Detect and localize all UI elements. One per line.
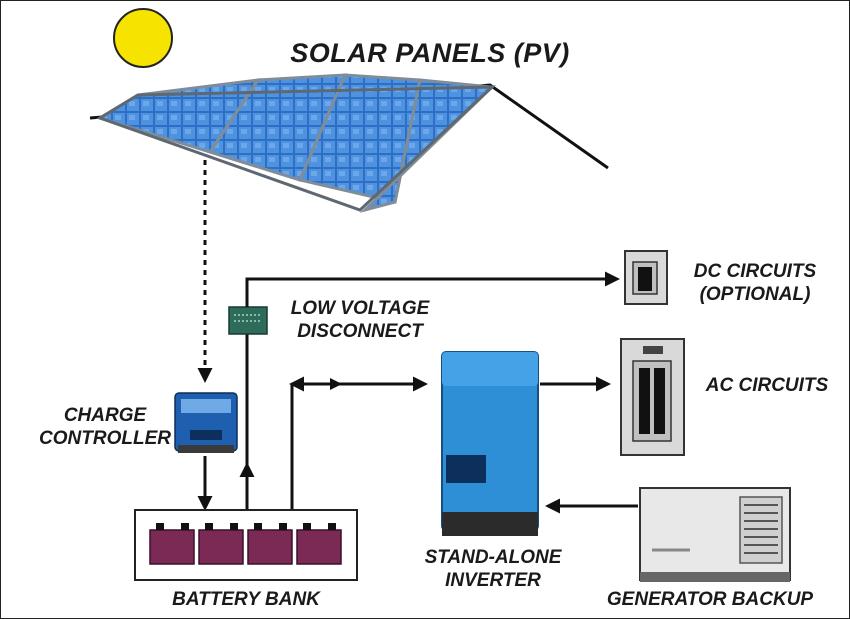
lvd-to-dc-line (245, 271, 620, 307)
generator-backup-label: GENERATOR BACKUP (606, 589, 814, 610)
low-voltage-disconnect-device (228, 306, 268, 335)
ac-circuits-label: AC CIRCUITS (705, 375, 829, 396)
battery-bank-device (134, 509, 358, 581)
inverter-device (441, 351, 539, 536)
solar-panels-array (96, 73, 496, 213)
diagram-title: SOLAR PANELS (PV) (290, 38, 570, 68)
charge-controller-label: CHARGE CONTROLLER (30, 404, 180, 450)
inverter-label: STAND-ALONE INVERTER (408, 546, 578, 592)
battery-inverter-arrow (330, 378, 342, 390)
battery-bank-label: BATTERY BANK (172, 589, 320, 610)
charge-controller-label-line1: CHARGE (63, 405, 147, 426)
inverter-label-line2: INVERTER (445, 570, 541, 591)
low-voltage-disconnect-label: LOW VOLTAGE DISCONNECT (275, 297, 445, 343)
generator-device (639, 487, 791, 582)
charge-controller-label-line2: CONTROLLER (39, 428, 171, 449)
sun-icon (113, 8, 173, 68)
dc-circuits-label-line2: (OPTIONAL) (699, 284, 811, 305)
inverter-label-line1: STAND-ALONE (424, 547, 562, 568)
ac-circuits-panel (620, 338, 685, 456)
lvd-label-line2: DISCONNECT (297, 321, 423, 342)
dc-circuits-panel (624, 250, 668, 305)
dc-circuits-label-line1: DC CIRCUITS (693, 261, 817, 282)
dc-circuits-label: DC CIRCUITS (OPTIONAL) (680, 260, 830, 306)
lvd-label-line1: LOW VOLTAGE (290, 298, 430, 319)
charge-controller-device (174, 392, 238, 453)
